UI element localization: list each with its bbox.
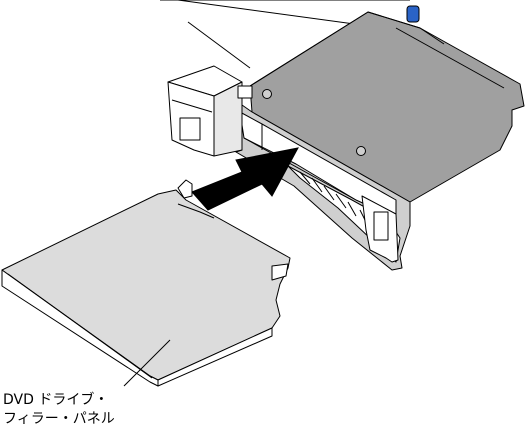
filler-panel-step xyxy=(271,263,289,281)
callout-leader-line xyxy=(123,339,171,387)
callout-label-line-1: DVD ドライブ・ xyxy=(3,392,109,408)
screw xyxy=(262,89,272,99)
adjacent-module xyxy=(167,65,253,157)
module-clip xyxy=(237,85,253,99)
cover-edge xyxy=(249,11,445,87)
cover-seam xyxy=(395,27,505,89)
chassis-rail xyxy=(187,21,251,69)
insert-direction-arrow xyxy=(191,147,299,211)
filler-panel-tab xyxy=(177,179,193,199)
filler-panel-side xyxy=(157,327,273,387)
callout-label-line-2: フィラー・パネル xyxy=(3,411,115,427)
filler-panel-top xyxy=(1,189,291,381)
release-latch xyxy=(406,5,420,23)
bracket-window xyxy=(373,211,389,241)
screw xyxy=(356,146,366,156)
slot-edge xyxy=(243,137,357,201)
module-seam xyxy=(171,99,213,113)
filler-panel-notch xyxy=(177,203,215,219)
server-chassis xyxy=(160,0,525,271)
dvd-filler-panel xyxy=(1,179,291,387)
module-vent xyxy=(179,117,201,141)
filler-panel-edge xyxy=(7,273,153,379)
